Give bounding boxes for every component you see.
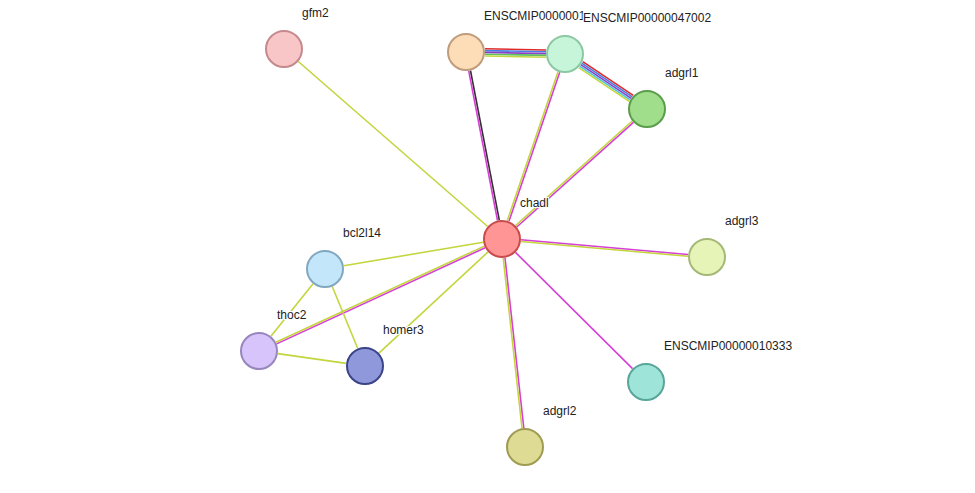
protein-node: ENSCMIP0000001 xyxy=(447,33,485,71)
evidence-line xyxy=(470,70,499,220)
evidence-line xyxy=(505,258,524,428)
evidence-line xyxy=(298,61,487,226)
evidence-line xyxy=(485,52,546,53)
protein-node: chadl xyxy=(483,220,521,258)
evidence-line xyxy=(485,51,546,52)
evidence-line xyxy=(469,71,498,221)
node-label: bcl2l14 xyxy=(343,226,381,240)
interaction-edge xyxy=(278,354,346,364)
node-label: adgrl1 xyxy=(665,66,698,80)
interaction-edge xyxy=(503,258,524,428)
evidence-line xyxy=(515,252,632,368)
protein-node: ENSCMIP00000010333 xyxy=(627,363,665,401)
evidence-line xyxy=(485,49,546,50)
interaction-edge xyxy=(276,246,485,344)
evidence-line xyxy=(521,242,688,257)
interaction-edge xyxy=(507,72,559,222)
evidence-line xyxy=(516,121,633,226)
evidence-line xyxy=(276,246,484,342)
interaction-edge xyxy=(515,252,632,368)
interaction-edge xyxy=(379,252,488,353)
node-label: thoc2 xyxy=(277,308,306,322)
evidence-line xyxy=(521,240,688,255)
interaction-edge xyxy=(298,61,487,226)
evidence-line xyxy=(278,354,346,364)
evidence-line xyxy=(507,72,558,221)
node-label: chadl xyxy=(520,196,549,210)
evidence-line xyxy=(503,258,522,428)
evidence-line xyxy=(379,252,488,353)
protein-node: adgrl2 xyxy=(506,428,544,466)
interaction-edge xyxy=(469,70,500,220)
protein-node: thoc2 xyxy=(240,332,278,370)
interaction-edge xyxy=(579,62,633,102)
interaction-edge xyxy=(332,287,358,349)
node-label: ENSCMIP0000001 xyxy=(484,9,585,23)
evidence-line xyxy=(583,62,633,96)
evidence-line xyxy=(485,56,546,57)
evidence-line xyxy=(277,248,485,344)
evidence-line xyxy=(580,66,630,100)
interaction-edge xyxy=(344,242,484,266)
node-label: homer3 xyxy=(383,323,424,337)
node-label: gfm2 xyxy=(302,6,329,20)
interaction-edge xyxy=(521,240,688,256)
interaction-edge xyxy=(516,121,634,227)
evidence-line xyxy=(332,287,358,349)
protein-node: adgrl1 xyxy=(628,90,666,128)
protein-node: homer3 xyxy=(346,347,384,385)
interaction-edge xyxy=(271,284,313,336)
node-label: ENSCMIP00000010333 xyxy=(664,339,792,353)
evidence-line xyxy=(581,65,631,99)
node-label: adgrl3 xyxy=(725,214,758,228)
evidence-line xyxy=(344,242,484,266)
evidence-line xyxy=(582,63,632,97)
node-label: ENSCMIP00000047002 xyxy=(583,11,711,25)
node-label: adgrl2 xyxy=(543,404,576,418)
evidence-line xyxy=(271,284,313,336)
interaction-edge xyxy=(485,49,546,57)
evidence-line xyxy=(509,72,560,221)
evidence-line xyxy=(517,122,634,227)
protein-node: adgrl3 xyxy=(688,238,726,276)
protein-node: gfm2 xyxy=(265,30,303,68)
protein-node: ENSCMIP00000047002 xyxy=(546,35,584,73)
evidence-line xyxy=(485,54,546,55)
protein-node: bcl2l14 xyxy=(306,250,344,288)
evidence-line xyxy=(579,68,629,102)
